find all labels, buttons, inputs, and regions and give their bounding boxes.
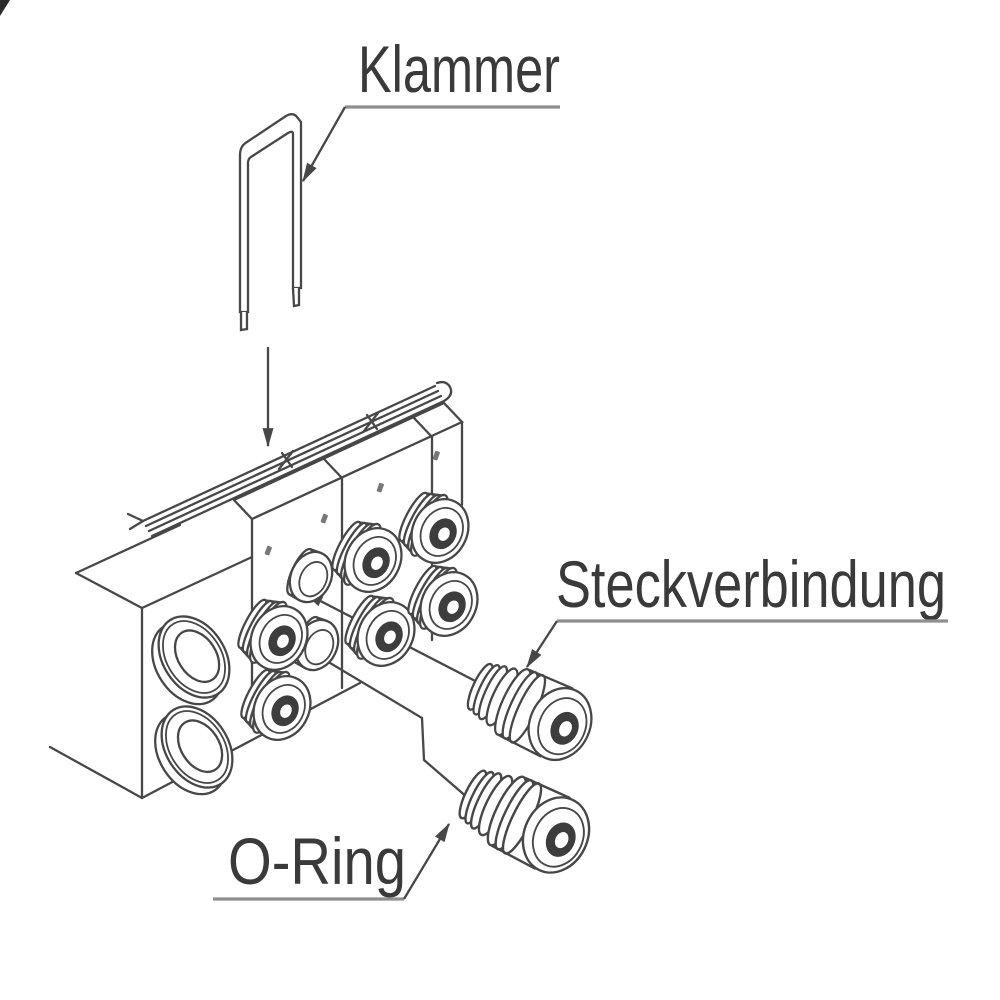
rail-end-hook bbox=[435, 380, 453, 403]
steckverbindung-leader-arrow bbox=[526, 620, 558, 669]
push-in-port bbox=[232, 659, 323, 752]
scan-artifact bbox=[0, 0, 10, 16]
push-in-port bbox=[323, 511, 414, 604]
label-klammer: Klammer bbox=[301, 32, 560, 183]
push-in-port bbox=[390, 482, 481, 575]
manifold-top-face bbox=[232, 401, 464, 521]
clip-body bbox=[238, 113, 303, 314]
port-size-mark bbox=[432, 450, 440, 461]
label-o-ring: O-Ring bbox=[213, 822, 450, 901]
port-size-mark bbox=[320, 513, 328, 524]
plug-connector-lower bbox=[447, 754, 603, 886]
label-steckverbindung: Steckverbindung bbox=[526, 547, 948, 669]
steckverbindung-label-text: Steckverbindung bbox=[556, 547, 946, 621]
clip-leg-tip bbox=[291, 287, 301, 308]
push-in-ports bbox=[229, 482, 490, 752]
klammer-leader-arrow bbox=[301, 106, 347, 183]
klammer-label-text: Klammer bbox=[358, 32, 560, 106]
empty-port-upper bbox=[280, 543, 342, 611]
o-ring-leader-arrow bbox=[403, 822, 450, 900]
clip-leg-tip bbox=[239, 312, 249, 332]
plug-connector-upper bbox=[456, 648, 605, 772]
rail-slot-tick bbox=[365, 413, 379, 431]
rail-slot-tick bbox=[280, 451, 294, 469]
port-size-mark bbox=[376, 482, 384, 493]
clip bbox=[238, 113, 303, 332]
supply-port bbox=[135, 602, 247, 719]
insert-arrow-lower bbox=[303, 647, 469, 799]
port-size-mark bbox=[264, 545, 272, 556]
manifold-block bbox=[48, 401, 464, 800]
o-ring-label-text: O-Ring bbox=[228, 824, 406, 898]
clip-rail bbox=[126, 380, 453, 538]
end-plate-ports bbox=[135, 602, 250, 809]
